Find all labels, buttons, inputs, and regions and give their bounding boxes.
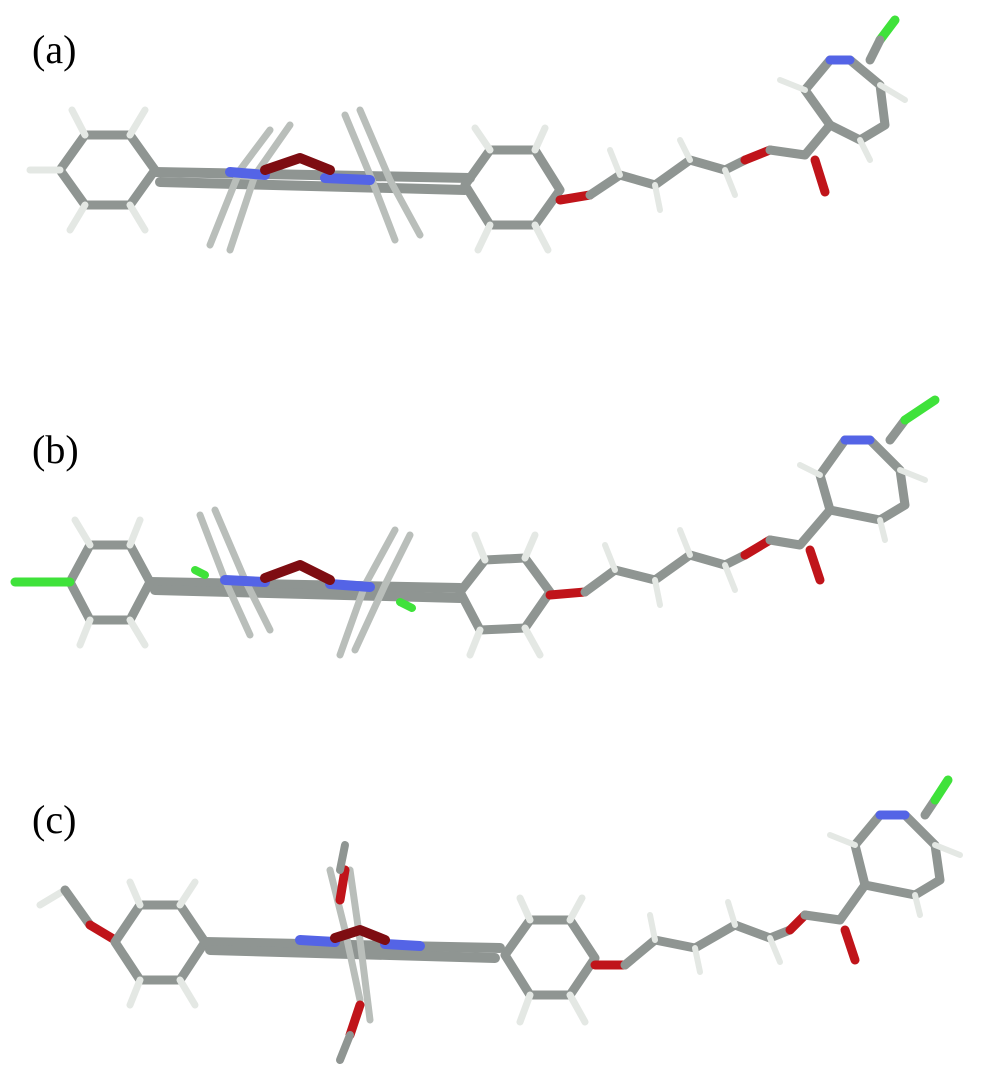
panel-b-label: (b): [32, 427, 79, 472]
molecule-b-image: [10, 395, 940, 659]
molecule-c-image: [36, 775, 963, 1064]
panel-c: (c): [0, 760, 1000, 1066]
molecule-a-image: [26, 15, 908, 254]
panel-a: (a): [0, 0, 1000, 330]
phenyl-ring-a: [55, 130, 160, 210]
panel-a-label: (a): [32, 27, 77, 72]
panel-b: (b): [0, 370, 1000, 700]
panel-c-label: (c): [32, 797, 77, 842]
